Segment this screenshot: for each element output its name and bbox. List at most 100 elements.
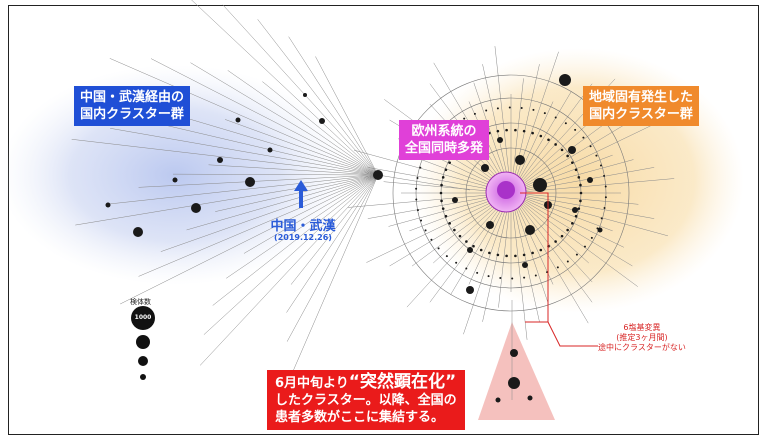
origin-title: 中国・武漢 bbox=[270, 219, 336, 234]
cluster-node bbox=[499, 276, 502, 279]
europe-core-inner bbox=[497, 181, 515, 199]
cluster-node bbox=[574, 214, 578, 218]
cluster-node bbox=[497, 137, 503, 143]
branch-line bbox=[510, 192, 540, 322]
cluster-node bbox=[554, 240, 557, 243]
cluster-node bbox=[479, 248, 483, 252]
cluster-node bbox=[467, 247, 473, 253]
cluster-node bbox=[217, 157, 223, 163]
cluster-node bbox=[579, 183, 582, 187]
cluster-node bbox=[463, 117, 466, 120]
branch-line bbox=[75, 174, 379, 226]
cluster-node bbox=[235, 117, 241, 123]
cluster-node bbox=[441, 176, 445, 179]
cluster-node bbox=[583, 245, 586, 248]
branch-line bbox=[203, 174, 379, 335]
cluster-node bbox=[587, 177, 593, 183]
scale-circle-1000 bbox=[131, 306, 155, 330]
branch-line bbox=[292, 174, 379, 372]
branch-line bbox=[406, 192, 512, 308]
cluster-node bbox=[531, 131, 534, 135]
branch-line bbox=[510, 192, 549, 304]
cluster-node bbox=[245, 177, 255, 187]
branch-line bbox=[510, 192, 669, 237]
cluster-node bbox=[510, 349, 518, 357]
branch-line bbox=[510, 159, 634, 194]
cluster-node bbox=[448, 161, 451, 164]
branch-line bbox=[510, 192, 528, 340]
europe-rings bbox=[392, 74, 630, 312]
branch-line bbox=[186, 174, 379, 231]
cluster-node bbox=[476, 271, 479, 274]
branch-line bbox=[138, 174, 379, 277]
branch-line bbox=[286, 174, 379, 313]
branch-line bbox=[366, 192, 512, 263]
cluster-node bbox=[439, 191, 443, 195]
cluster-node bbox=[452, 197, 458, 203]
cluster-node bbox=[448, 222, 451, 225]
branch-line bbox=[510, 119, 611, 194]
cluster-node bbox=[566, 228, 569, 232]
cluster-node bbox=[416, 177, 419, 180]
branch-line bbox=[510, 192, 589, 324]
cluster-node bbox=[508, 377, 520, 389]
cluster-node bbox=[522, 129, 526, 133]
cluster-node bbox=[534, 274, 537, 277]
cluster-node bbox=[415, 198, 418, 201]
cluster-node bbox=[571, 222, 574, 225]
branch-line bbox=[190, 62, 379, 176]
branch-line bbox=[510, 192, 593, 283]
cluster-node bbox=[133, 227, 143, 237]
scale-value-1000: 1000 bbox=[134, 314, 152, 321]
scale-circle-3 bbox=[138, 356, 148, 366]
cluster-node bbox=[488, 251, 491, 255]
cluster-node bbox=[579, 191, 583, 195]
wuhan-cluster-label: 中国・武漢経由の 国内クラスター群 bbox=[74, 86, 191, 126]
branch-line bbox=[227, 70, 379, 176]
cluster-node bbox=[574, 168, 578, 172]
cluster-node bbox=[531, 251, 534, 255]
branch-line bbox=[510, 91, 572, 194]
branch-line bbox=[199, 174, 379, 366]
branch-line bbox=[110, 128, 379, 176]
cluster-node bbox=[481, 164, 489, 172]
cluster-node bbox=[373, 170, 383, 180]
branch-line bbox=[257, 19, 379, 176]
cluster-node bbox=[496, 129, 500, 133]
cluster-node bbox=[604, 185, 607, 188]
cluster-node bbox=[453, 228, 456, 232]
cluster-node bbox=[444, 214, 448, 218]
cluster-node bbox=[514, 128, 517, 132]
cluster-node bbox=[486, 221, 494, 229]
branch-line bbox=[510, 192, 593, 303]
june-label-pre: 6月中旬より bbox=[275, 376, 349, 391]
cluster-node bbox=[514, 254, 517, 258]
cluster-node bbox=[440, 199, 443, 203]
cluster-node bbox=[595, 154, 598, 157]
cluster-node bbox=[532, 108, 535, 111]
branch-line bbox=[510, 192, 589, 264]
cluster-node bbox=[505, 128, 508, 132]
branch-line bbox=[105, 174, 379, 205]
cluster-node bbox=[465, 267, 468, 270]
branch-line bbox=[510, 154, 613, 194]
june-label-emphasis: “突然顕在化” bbox=[348, 372, 457, 392]
cluster-node bbox=[495, 397, 501, 403]
cluster-node bbox=[579, 199, 582, 203]
branch-line bbox=[226, 174, 379, 279]
cluster-node bbox=[604, 196, 607, 199]
branch-line bbox=[353, 149, 512, 194]
cluster-node bbox=[566, 260, 569, 263]
cluster-node bbox=[603, 174, 606, 177]
cluster-node bbox=[590, 236, 593, 239]
branch-line bbox=[290, 174, 379, 285]
mutation-note: 6塩基変異 (推定3ヶ月間) 途中にクラスターがない bbox=[598, 323, 686, 352]
branch-line bbox=[160, 174, 379, 252]
cluster-node bbox=[597, 227, 603, 233]
branch-line bbox=[510, 192, 639, 205]
scale-legend-title: 検体数 bbox=[130, 298, 151, 306]
cluster-node bbox=[520, 107, 523, 110]
cluster-node bbox=[472, 244, 475, 248]
branch-line bbox=[224, 119, 379, 176]
branch-line bbox=[315, 56, 379, 176]
